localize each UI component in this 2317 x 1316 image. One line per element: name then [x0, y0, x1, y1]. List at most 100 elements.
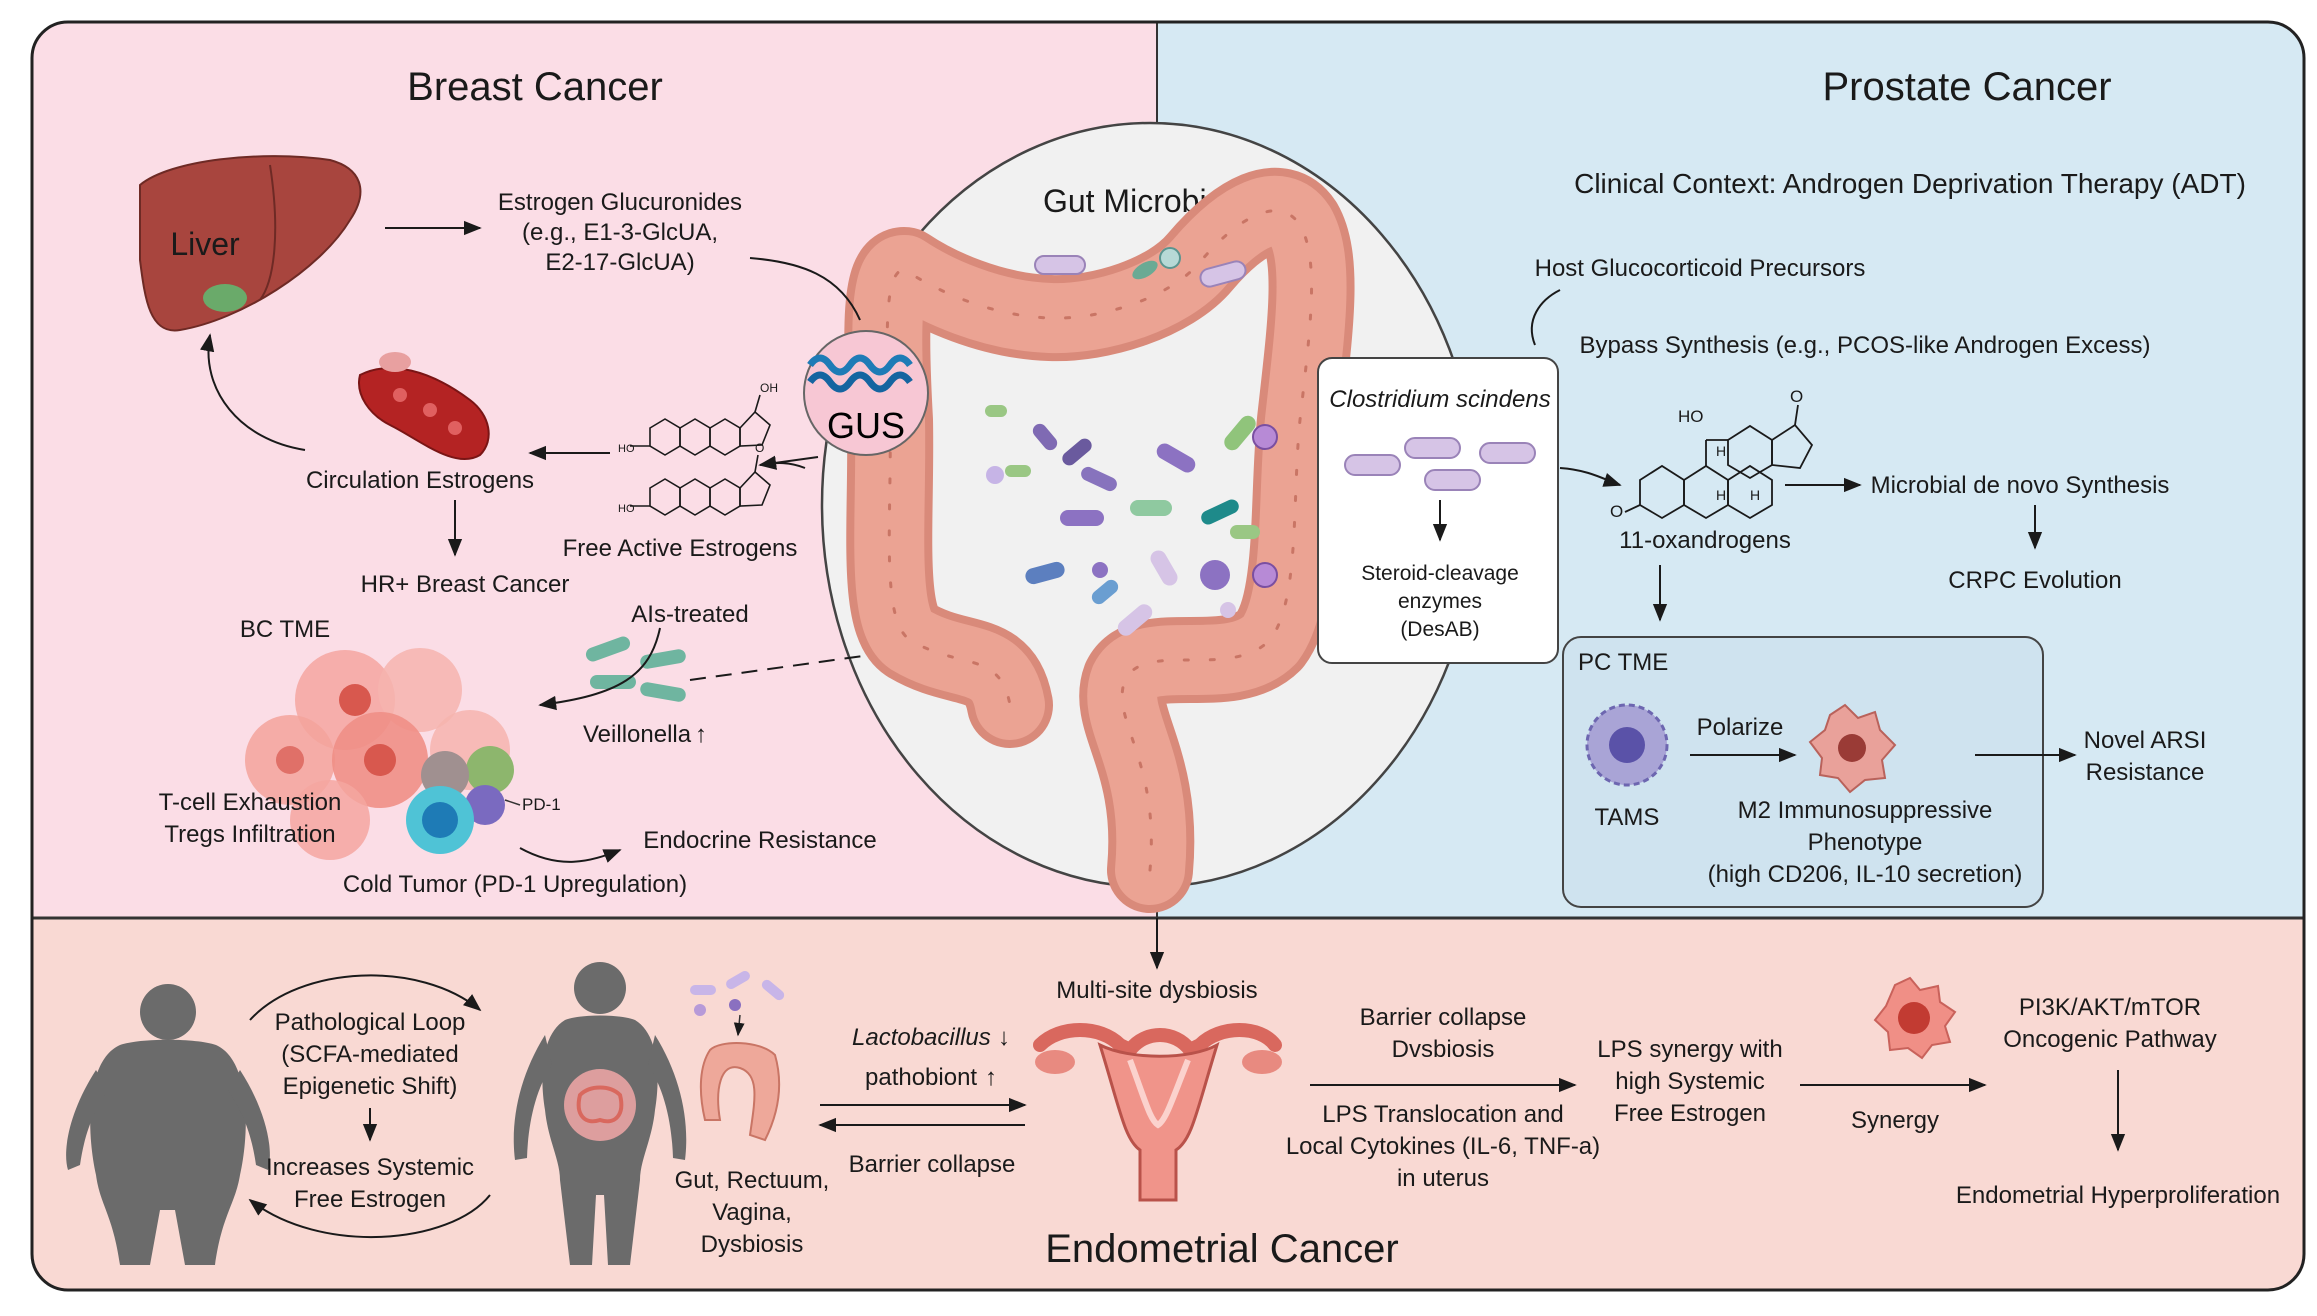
lps-synergy-line-3: Free Estrogen	[1614, 1100, 1766, 1127]
gus-enzyme-badge	[803, 330, 929, 456]
veillonella-bacteria	[585, 636, 686, 702]
increases-line-2: Free Estrogen	[294, 1186, 446, 1213]
estrogen-structure-2	[630, 454, 771, 516]
oxandrogen-h3: H	[1716, 487, 1726, 503]
circulation-estrogens: Circulation Estrogens	[306, 467, 534, 494]
dashed-link-gut-veillonella	[689, 654, 871, 681]
curve-glucocorticoid	[1530, 289, 1561, 346]
pathobiont-up-arrow: ↑	[985, 1064, 997, 1091]
denovo-synthesis: Microbial de novo Synthesis	[1871, 472, 2170, 499]
hyperproliferation-label: Endometrial Hyperproliferation	[1956, 1182, 2280, 1209]
oxandrogen-o-left: O	[1610, 502, 1623, 521]
barrier-top-line-1: Barrier collapse	[1360, 1004, 1527, 1031]
pi3k-line-1: PI3K/AKT/mTOR	[2019, 994, 2201, 1021]
gut-sites-line-3: Dysbiosis	[701, 1231, 804, 1258]
loop-line-1: Pathological Loop	[275, 1009, 466, 1036]
arrow-gus-to-free-estrogens	[758, 455, 819, 470]
colon-illustration	[844, 168, 1355, 913]
arsi-line-1: Novel ARSI	[2084, 727, 2207, 754]
tumor-cluster-illustration	[245, 648, 514, 860]
enzymes-line-1: Steroid-cleavage	[1361, 562, 1519, 585]
clostridium-box	[1317, 357, 1559, 664]
uterus-illustration	[1033, 1023, 1282, 1202]
lps-trans-line-1: LPS Translocation and	[1322, 1101, 1564, 1128]
synergy-cell-illustration	[1873, 976, 1957, 1060]
barrier-top-line-2: Dvsbiosis	[1392, 1036, 1495, 1063]
obese-silhouette-icon	[66, 984, 270, 1265]
bypass-synthesis: Bypass Synthesis (e.g., PCOS-like Androg…	[1580, 332, 2151, 359]
endometrial-title: Endometrial Cancer	[1045, 1227, 1399, 1271]
loop-arrow-bottom	[248, 1194, 491, 1239]
oxandrogens-label: 11-oxandrogens	[1619, 527, 1791, 554]
estrogen-1-ho: HO	[618, 443, 635, 455]
oxandrogen-o-top: O	[1790, 387, 1803, 406]
lps-synergy-line-1: LPS synergy with	[1597, 1036, 1782, 1063]
m2-macrophage-illustration	[1808, 703, 1897, 794]
lps-trans-line-3: in uterus	[1397, 1165, 1489, 1192]
polarize-label: Polarize	[1697, 714, 1784, 741]
hr-breast-cancer: HR+ Breast Cancer	[361, 571, 570, 598]
barrier-collapse-left: Barrier collapse	[849, 1151, 1016, 1178]
pd1-label: PD-1	[522, 795, 561, 814]
multisite-dysbiosis: Multi-site dysbiosis	[1056, 977, 1257, 1004]
enzymes-line-3: (DesAB)	[1400, 618, 1479, 641]
lps-trans-line-2: Local Cytokines (IL-6, TNF-a)	[1286, 1133, 1600, 1160]
cold-tumor: Cold Tumor (PD-1 Upregulation)	[343, 871, 687, 898]
glucuronides-line-1: Estrogen Glucuronides	[498, 189, 742, 216]
lps-synergy-line-2: high Systemic	[1615, 1068, 1764, 1095]
loop-arrow-top	[249, 974, 482, 1021]
ais-treated: AIs-treated	[631, 601, 748, 628]
bc-tme-label: BC TME	[240, 616, 330, 643]
gus-label: GUS	[827, 405, 905, 446]
tcell-exhaustion: T-cell Exhaustion	[159, 789, 342, 816]
enzymes-line-2: enzymes	[1398, 590, 1482, 613]
adt-context: Clinical Context: Androgen Deprivation T…	[1574, 168, 2246, 199]
pathobiont-label: pathobiont	[865, 1064, 977, 1091]
arrow-box-to-oxandrogens	[1559, 467, 1622, 487]
m2-line-3: (high CD206, IL-10 secretion)	[1708, 861, 2023, 888]
loop-line-3: Epigenetic Shift)	[283, 1073, 458, 1100]
female-silhouette-icon	[513, 962, 687, 1265]
gut-bacteria	[985, 247, 1278, 636]
estrogen-2-o: O	[755, 441, 764, 455]
arrow-ais-to-tme	[538, 627, 661, 711]
liver-label: Liver	[170, 226, 240, 262]
increases-line-1: Increases Systemic	[266, 1154, 474, 1181]
m2-line-1: M2 Immunosuppressive	[1738, 797, 1993, 824]
pi3k-line-2: Oncogenic Pathway	[2003, 1026, 2216, 1053]
clostridium-species: Clostridium scindens	[1329, 386, 1550, 413]
oxandrogen-structure	[1624, 404, 1814, 520]
blood-vessel-illustration	[358, 352, 490, 461]
free-active-estrogens: Free Active Estrogens	[563, 535, 798, 562]
prostate-title: Prostate Cancer	[1822, 65, 2111, 109]
gut-sites-line-1: Gut, Rectuum,	[675, 1167, 830, 1194]
breast-title: Breast Cancer	[407, 65, 663, 109]
clostridium-bacteria	[1344, 437, 1536, 491]
endocrine-resistance: Endocrine Resistance	[643, 827, 876, 854]
tams-label: TAMS	[1595, 804, 1660, 831]
liver-illustration	[139, 155, 362, 332]
oxandrogen-h1: H	[1716, 443, 1726, 459]
glucocorticoid-precursors: Host Glucocorticoid Precursors	[1535, 255, 1866, 282]
m2-line-2: Phenotype	[1808, 829, 1923, 856]
veillonella-label: Veillonella	[583, 721, 692, 748]
pd1-pointer	[504, 799, 521, 806]
oxandrogen-h2: H	[1750, 487, 1760, 503]
gut-sites-illustration	[690, 971, 785, 1142]
arsi-line-2: Resistance	[2086, 759, 2205, 786]
curve-to-gus	[749, 257, 861, 321]
glucuronides-line-3: E2-17-GlcUA)	[545, 249, 694, 276]
loop-line-2: (SCFA-mediated	[281, 1041, 458, 1068]
tregs-infiltration: Tregs Infiltration	[164, 821, 335, 848]
glucuronides-line-2: (e.g., E1-3-GlcUA,	[522, 219, 718, 246]
lactobacillus-label: Lactobacillus	[852, 1024, 991, 1051]
synergy-label: Synergy	[1851, 1107, 1939, 1134]
gut-sites-line-2: Vagina,	[712, 1199, 792, 1226]
tams-cell-illustration	[1585, 703, 1669, 787]
arrow-to-endocrine	[519, 847, 622, 863]
oxandrogen-ho: HO	[1678, 407, 1704, 426]
figure-frame	[30, 20, 2306, 1292]
arrow-circulation-to-liver	[200, 333, 306, 451]
